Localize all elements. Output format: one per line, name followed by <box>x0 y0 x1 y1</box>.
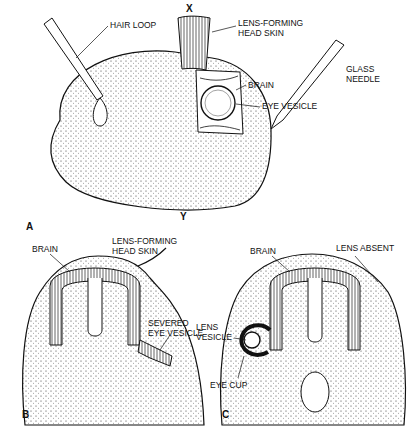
severed-vesicle <box>138 340 172 366</box>
part-label: LENS-FORMING HEAD SKIN <box>112 236 187 256</box>
operation-window <box>196 70 243 134</box>
brain-section-b <box>50 268 140 345</box>
part-label: BRAIN <box>250 246 300 256</box>
axis-letter: Y <box>180 212 200 222</box>
panel-letter: B <box>22 410 42 420</box>
lens-vesicle <box>244 332 260 348</box>
glass-needle <box>271 40 344 129</box>
hair-loop-rod <box>44 18 103 100</box>
part-label: LENS VESICLE <box>196 322 234 342</box>
brain-section-c <box>270 268 360 350</box>
notochord <box>301 372 329 412</box>
section-body-b <box>23 256 204 425</box>
hair-loop <box>93 98 107 126</box>
part-label: LENS ABSENT <box>336 243 416 253</box>
panel-letter: C <box>222 410 242 420</box>
part-label: GLASS NEEDLE <box>346 64 391 84</box>
part-label: LENS-FORMING HEAD SKIN <box>238 18 313 38</box>
part-label: BRAIN <box>248 80 298 90</box>
part-label: EYE CUP <box>210 380 260 390</box>
part-label: EYE VESICLE <box>262 101 342 111</box>
eye-vesicle-inner <box>205 90 231 116</box>
eye-vesicle <box>201 86 235 120</box>
brain-fold-b <box>88 278 102 336</box>
leader-lines-c <box>234 256 378 378</box>
part-label: HAIR LOOP <box>110 20 180 30</box>
panel-letter: A <box>26 222 46 232</box>
brain-fold-c <box>308 278 322 342</box>
skin-flap <box>178 16 210 70</box>
axis-letter: X <box>186 4 206 14</box>
brain-surface <box>200 76 240 130</box>
part-label: BRAIN <box>32 244 82 254</box>
section-body-c <box>221 254 406 425</box>
leader-lines <box>76 26 260 107</box>
